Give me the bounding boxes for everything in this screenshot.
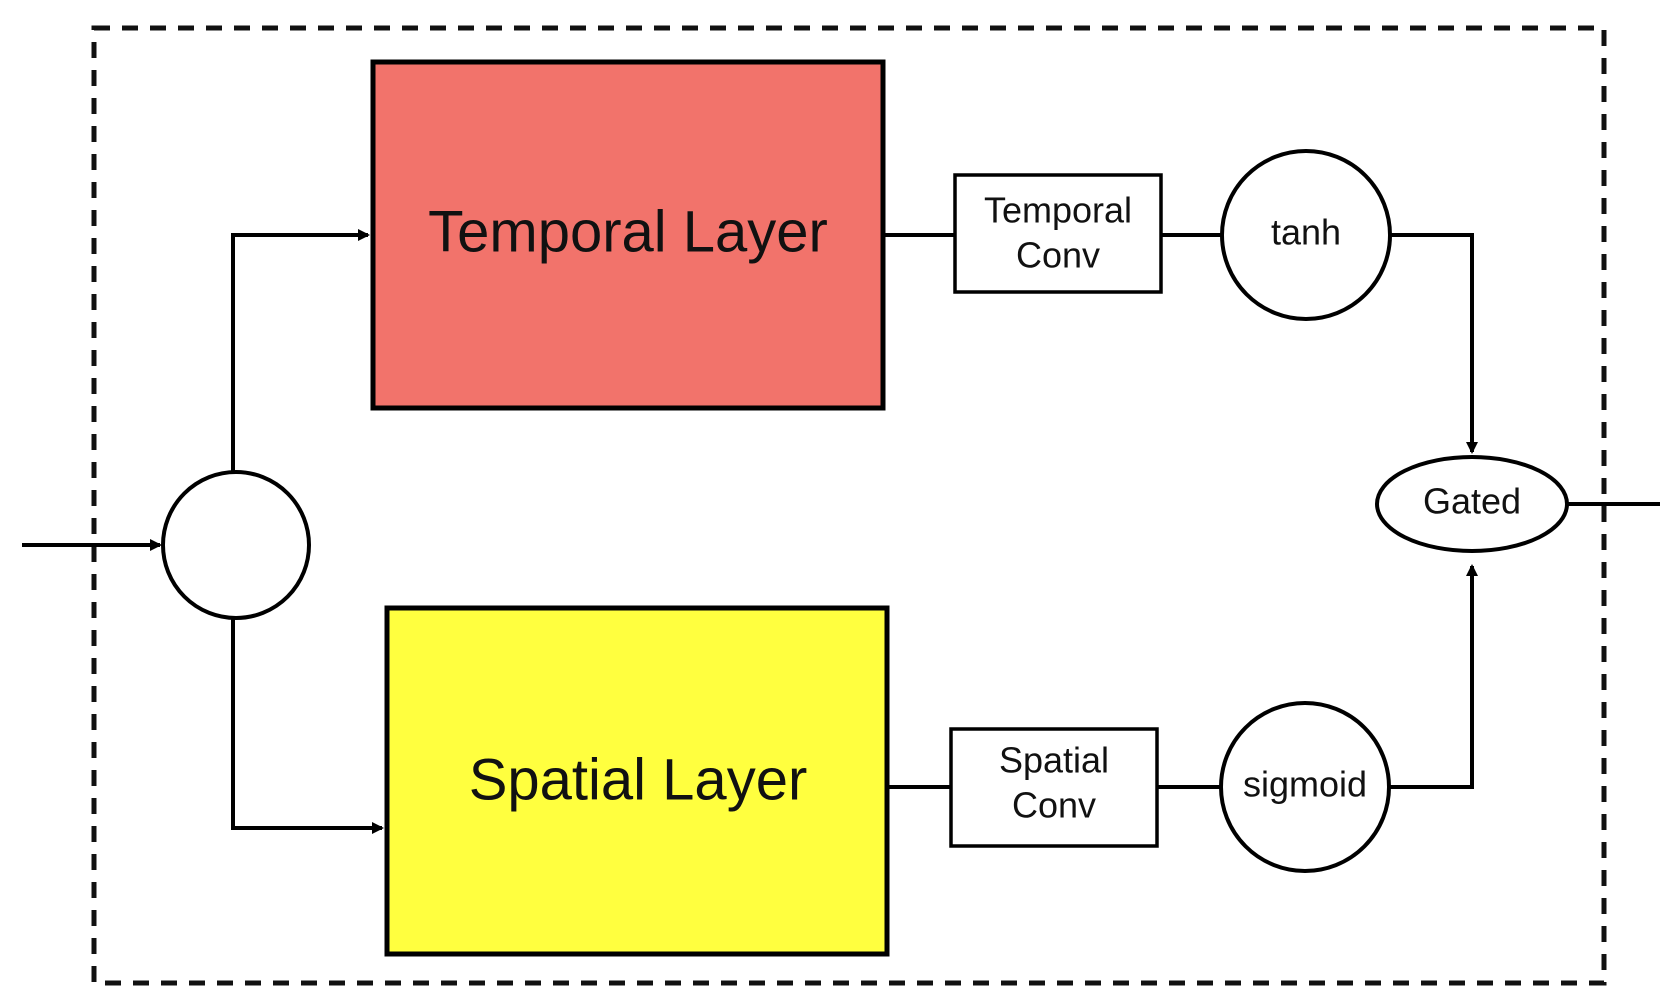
spatial-conv-label-line1: Spatial: [999, 740, 1109, 781]
module-boundary: [91, 25, 1607, 986]
spatial-layer-block: [384, 605, 890, 957]
split-to-temporal-arrow: [231, 229, 370, 472]
tanh-label: tanh: [1271, 212, 1341, 253]
sigmoid-label: sigmoid: [1243, 764, 1367, 805]
spatial-conv-label-line2: Conv: [1012, 785, 1096, 826]
spatial-layer-label: Spatial Layer: [469, 747, 808, 812]
temporal-conv-label-line2: Conv: [1016, 235, 1100, 276]
sigmoid-to-gated-arrow: [1389, 564, 1478, 789]
split-to-spatial-arrow: [231, 618, 384, 834]
temporal-conv-label-line1: Temporal: [984, 190, 1132, 231]
tanh-to-gated-arrow: [1390, 233, 1478, 454]
temporal-conv-block: [953, 173, 1163, 294]
temporal-layer-label: Temporal Layer: [428, 199, 828, 264]
gated-label: Gated: [1423, 481, 1521, 522]
split-node: [161, 470, 311, 620]
